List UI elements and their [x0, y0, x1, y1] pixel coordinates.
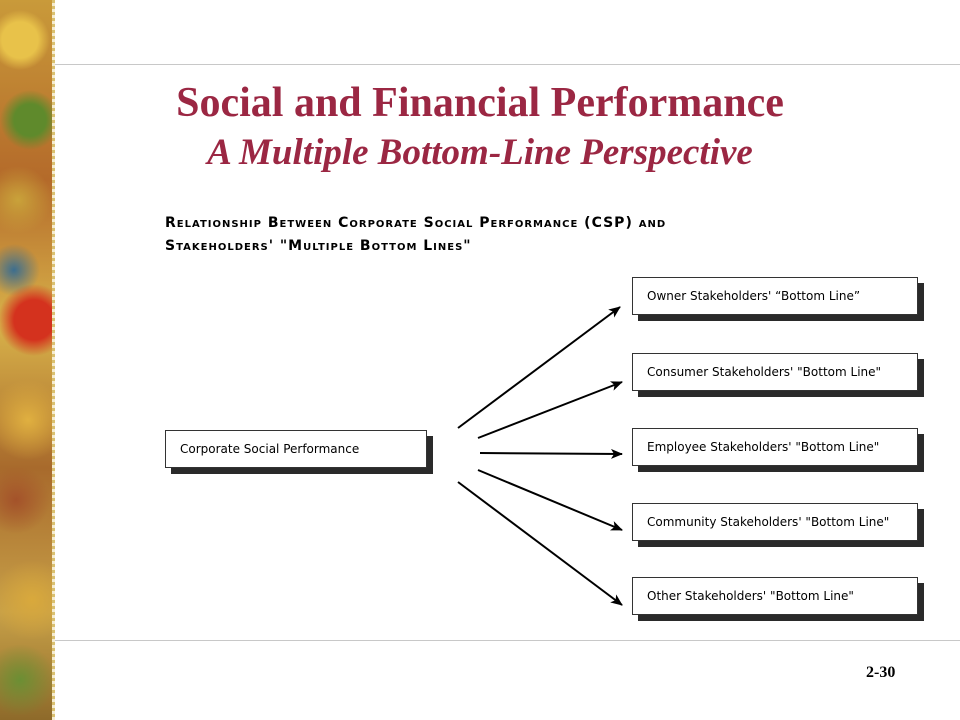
- employee-stakeholders-box: Employee Stakeholders' "Bottom Line": [632, 428, 918, 466]
- arrow-to-employee: [479, 448, 623, 459]
- page-number: 2-30: [866, 664, 896, 681]
- diagram-heading-line-2: Stakeholders' "Multiple Bottom Lines": [165, 238, 472, 254]
- decorative-strip-edge: [52, 0, 55, 720]
- slide-title-block: Social and Financial Performance A Multi…: [60, 76, 900, 176]
- owner-stakeholders-box: Owner Stakeholders' “Bottom Line”: [632, 277, 918, 315]
- decorative-side-strip: [0, 0, 52, 720]
- arrow-to-other: [457, 481, 623, 606]
- bottom-divider: [55, 640, 960, 641]
- csp-box: Corporate Social Performance: [165, 430, 427, 468]
- arrow-to-community: [477, 469, 623, 531]
- slide-title: Social and Financial Performance: [176, 80, 784, 126]
- other-stakeholders-box: Other Stakeholders' "Bottom Line": [632, 577, 918, 615]
- top-divider: [55, 64, 960, 65]
- community-stakeholders-box: Community Stakeholders' "Bottom Line": [632, 503, 918, 541]
- slide-subtitle: A Multiple Bottom-Line Perspective: [207, 132, 753, 173]
- arrow-to-owner: [457, 306, 621, 429]
- diagram-heading-line-1: Relationship Between Corporate Social Pe…: [165, 215, 667, 231]
- consumer-stakeholders-box: Consumer Stakeholders' "Bottom Line": [632, 353, 918, 391]
- arrow-to-consumer: [477, 381, 623, 439]
